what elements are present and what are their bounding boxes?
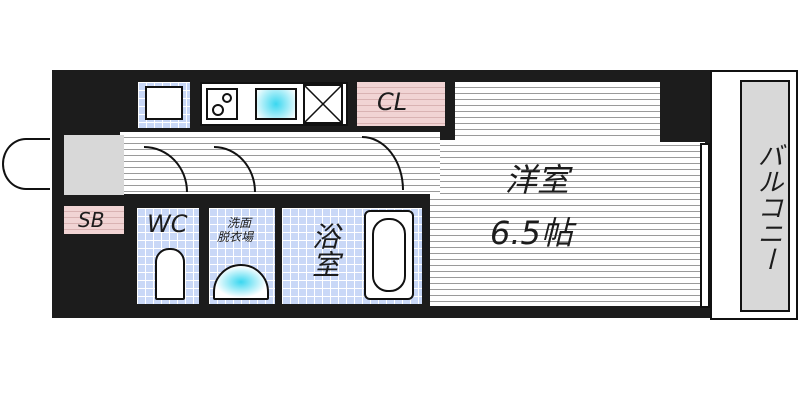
balcony-label: バルコニー xyxy=(753,142,783,272)
toilet-room: WC xyxy=(137,208,199,304)
bathtub-icon xyxy=(364,210,414,300)
washing-machine-icon xyxy=(145,86,183,120)
balcony: バルコニー xyxy=(740,80,790,312)
bathroom-label: 浴室 xyxy=(308,222,341,278)
bathroom: 浴室 xyxy=(282,208,422,304)
toilet-label: WC xyxy=(147,210,188,238)
entrance-door[interactable] xyxy=(2,138,50,190)
room-lower xyxy=(430,140,705,306)
closet: CL xyxy=(357,82,445,126)
western-room-size: 6.5帖 xyxy=(490,214,573,252)
stove-icon xyxy=(206,88,238,120)
shoe-box-label: SB xyxy=(78,208,105,232)
washroom-label-1: 洗面 xyxy=(227,216,252,230)
toilet-icon xyxy=(155,248,185,300)
washroom: 洗面 脱衣場 xyxy=(209,208,275,304)
washroom-label-2: 脱衣場 xyxy=(217,230,254,244)
closet-label: CL xyxy=(377,88,408,116)
western-room-label: 洋室 xyxy=(505,161,570,199)
shoe-box: SB xyxy=(64,206,124,234)
fridge-space-icon xyxy=(303,84,343,124)
entrance-floor xyxy=(64,135,124,195)
balcony-window[interactable] xyxy=(700,143,710,308)
washbasin-icon xyxy=(213,264,269,300)
kitchen-sink-icon xyxy=(255,88,297,120)
pillar xyxy=(660,80,710,142)
